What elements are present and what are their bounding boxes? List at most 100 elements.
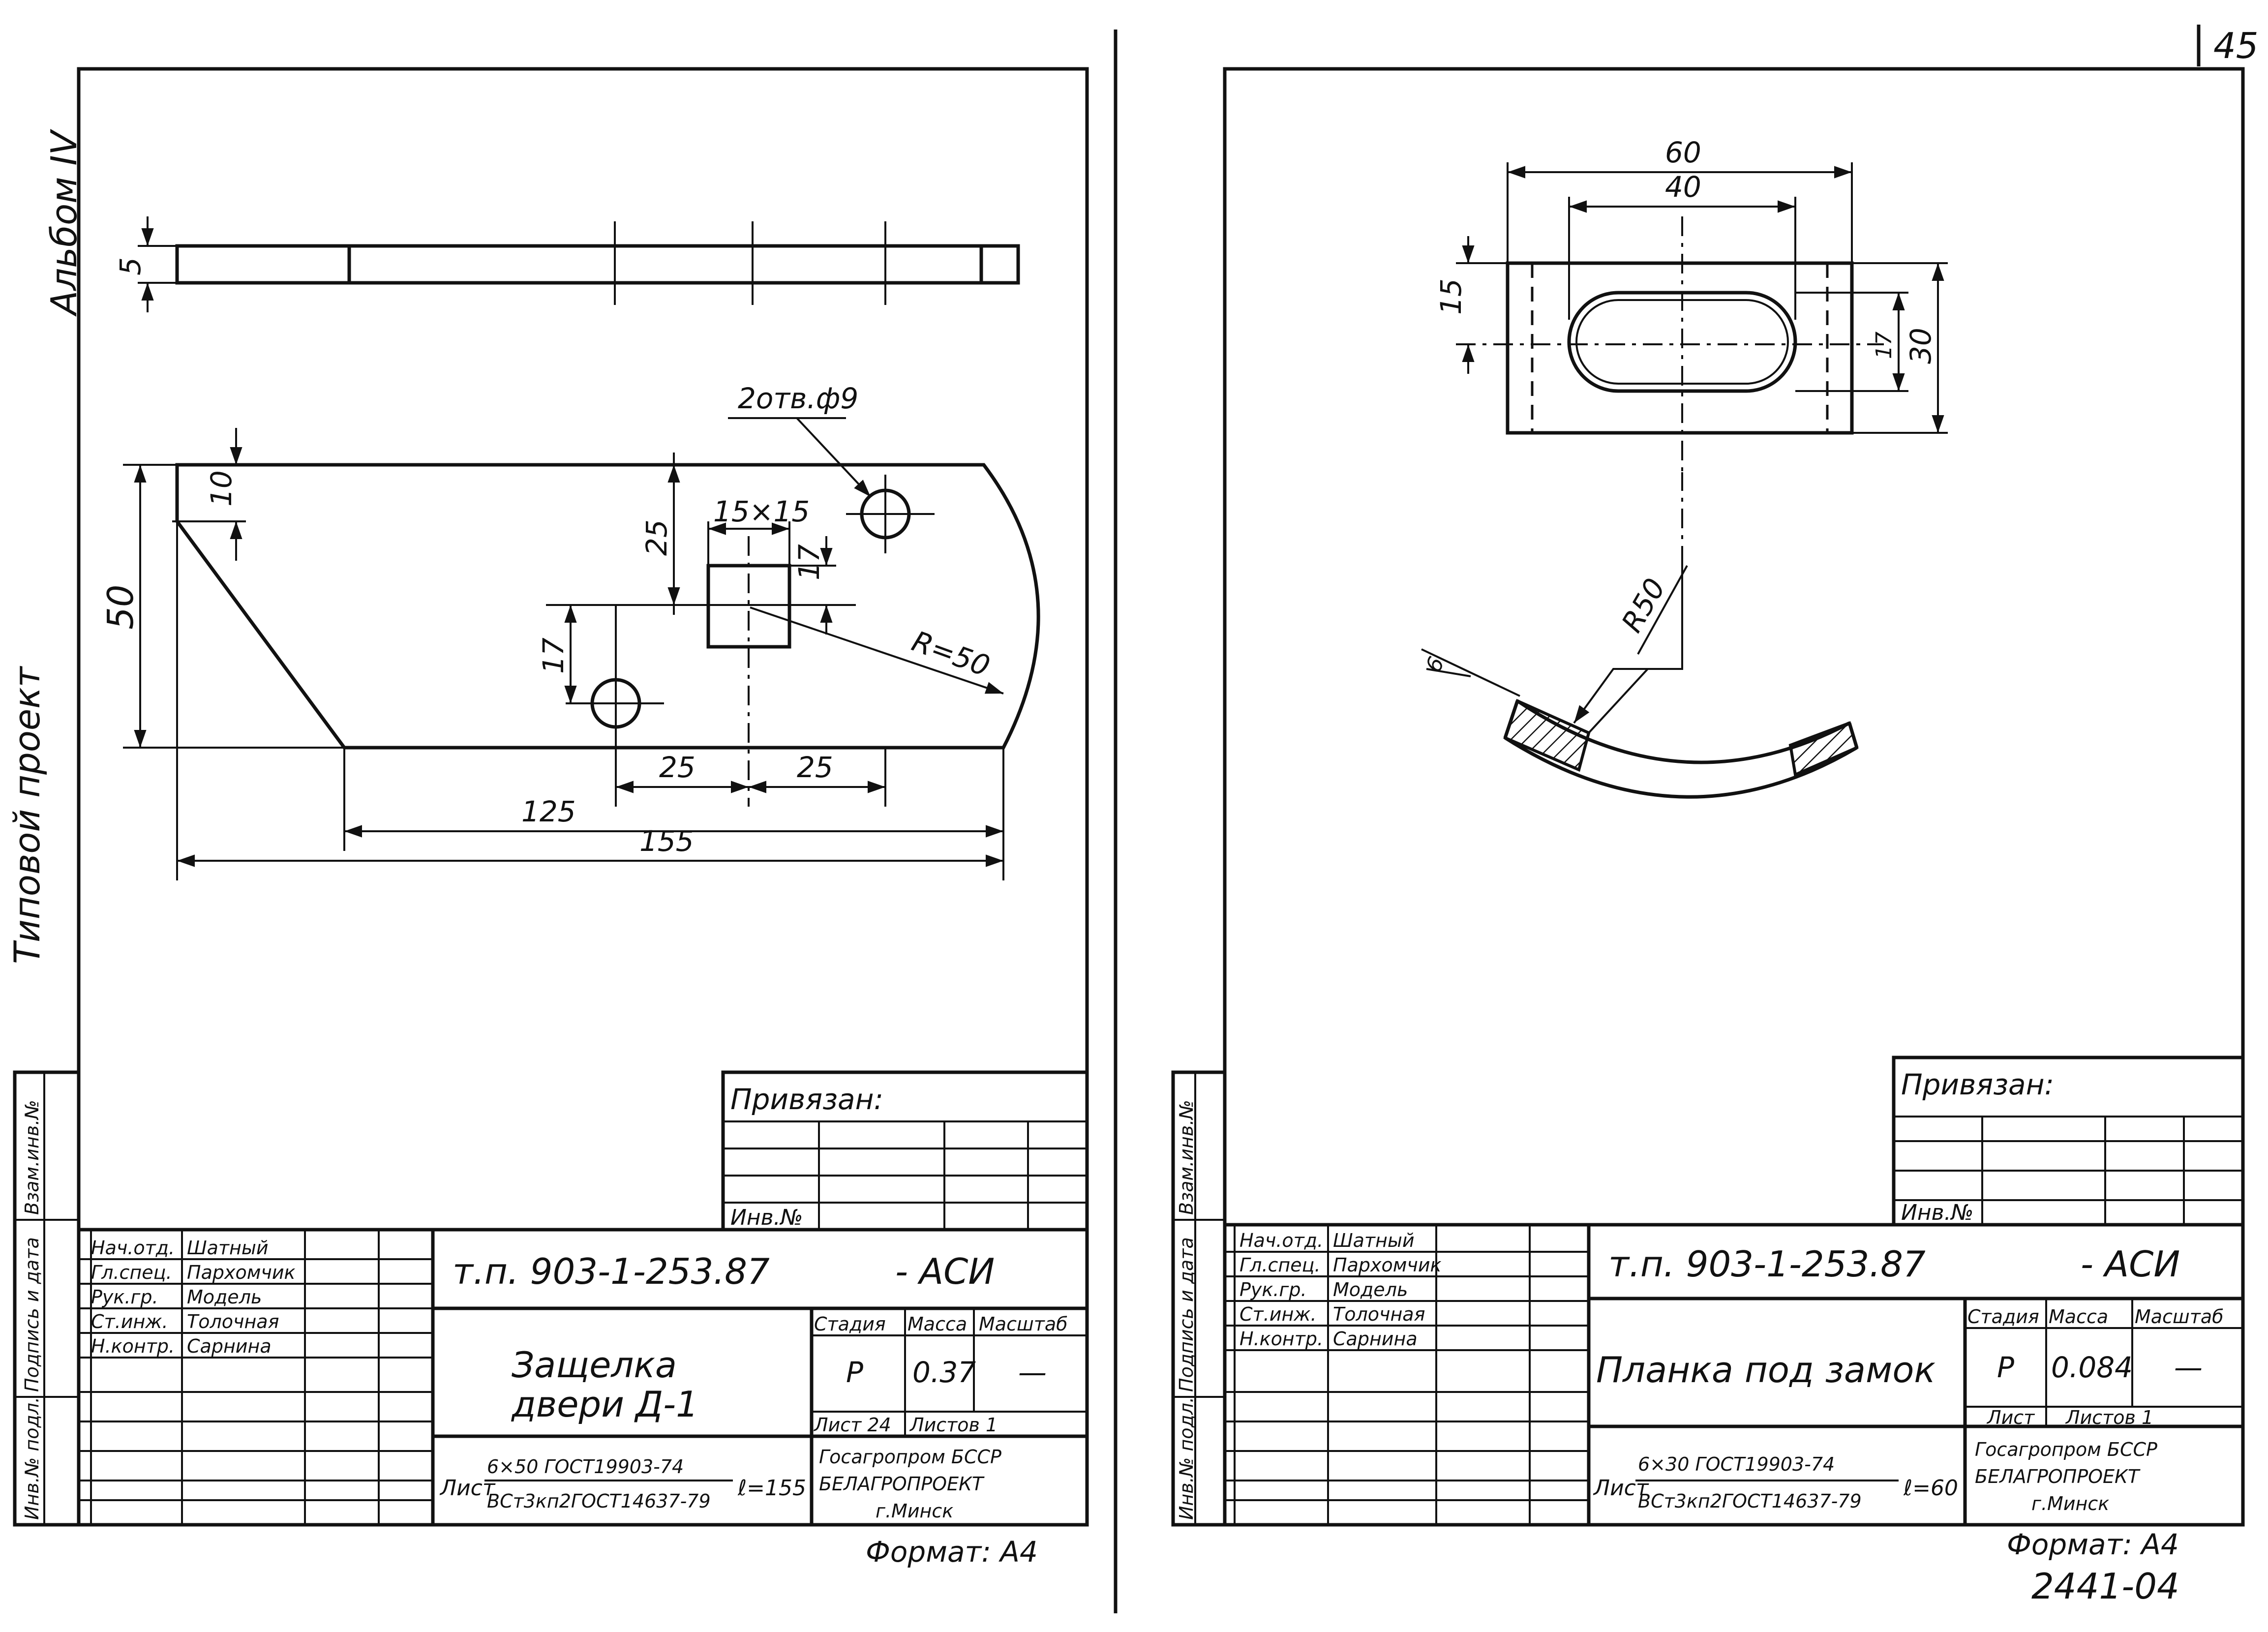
right-name-4: Толочная <box>1333 1303 1425 1325</box>
left-title-1: Защелка <box>512 1344 677 1386</box>
dim-15: 15 <box>1434 278 1468 315</box>
right-name-3: Модель <box>1333 1279 1408 1300</box>
left-length: ℓ=155 <box>737 1476 806 1501</box>
left-org-2: БЕЛАГРОПРОЕКТ <box>819 1473 985 1495</box>
left-stage: Р <box>846 1356 863 1389</box>
dim-25-b: 25 <box>797 751 833 784</box>
left-role-3: Рук.гр. <box>91 1286 158 1308</box>
right-org-1: Госагропром БССР <box>1975 1439 2157 1460</box>
left-role-4: Ст.инж. <box>91 1311 168 1332</box>
left-suffix: - АСИ <box>895 1251 995 1292</box>
right-title-1: Планка под замок <box>1596 1349 1935 1390</box>
right-hdr-stage: Стадия <box>1967 1306 2039 1328</box>
left-material-bottom: ВСт3кп2ГОСТ14637-79 <box>487 1490 711 1512</box>
right-role-4: Ст.инж. <box>1240 1303 1317 1325</box>
left-stamp-text-3: Инв.№ подл. <box>21 1397 43 1520</box>
right-inv: Инв.№ <box>1901 1200 1973 1225</box>
right-stamp-text-3: Инв.№ подл. <box>1176 1397 1197 1520</box>
hatched-section-2 <box>1788 721 1859 777</box>
left-hdr-mass: Масса <box>907 1313 967 1335</box>
right-format: Формат: А4 <box>2007 1528 2179 1561</box>
dim-25-vert: 25 <box>640 519 673 556</box>
dim-125: 125 <box>521 795 576 828</box>
left-sheets: Листов 1 <box>909 1414 998 1436</box>
right-org-3: г.Минск <box>2031 1493 2109 1514</box>
left-format: Формат: А4 <box>866 1535 1038 1569</box>
left-org-1: Госагропром БССР <box>819 1446 1001 1468</box>
left-title-block <box>77 1228 1089 1527</box>
left-role-1: Нач.отд. <box>91 1237 175 1259</box>
right-hdr-scale: Масштаб <box>2135 1306 2224 1328</box>
right-privyazan: Привязан: <box>1901 1068 2054 1101</box>
dim-60: 60 <box>1665 136 1701 169</box>
left-sheet: Взам.инв.№ Подпись и дата Инв.№ подл. 5 … <box>13 67 1089 1569</box>
left-name-5: Сарнина <box>187 1335 272 1357</box>
side-label: Типовой проект <box>6 665 48 964</box>
left-role-5: Н.контр. <box>91 1335 175 1357</box>
hatched-section-1 <box>1503 698 1591 772</box>
right-stamp-text-1: Взам.инв.№ <box>1176 1100 1197 1215</box>
arc-inner <box>1504 736 1858 799</box>
bottom-code: 2441-04 <box>2031 1566 2179 1607</box>
dim-r50-right: R50 <box>1615 573 1672 638</box>
right-mass: 0.084 <box>2051 1351 2133 1384</box>
left-scale: — <box>1018 1356 1047 1389</box>
right-material-top: 6×30 ГОСТ19903-74 <box>1638 1453 1835 1475</box>
left-mass: 0.37 <box>912 1356 976 1389</box>
left-inv: Инв.№ <box>730 1205 803 1230</box>
right-role-3: Рук.гр. <box>1240 1279 1307 1300</box>
left-material-top: 6×50 ГОСТ19903-74 <box>487 1456 684 1478</box>
dim-30: 30 <box>1904 328 1937 364</box>
right-project-code: т.п. 903-1-253.87 <box>1608 1243 1926 1285</box>
right-suffix: - АСИ <box>2081 1243 2180 1285</box>
left-privyazan: Привязан: <box>730 1083 883 1116</box>
left-name-4: Толочная <box>187 1311 279 1332</box>
dim-17-right: 17 <box>792 544 826 580</box>
dim-15x15: 15×15 <box>713 495 810 528</box>
left-stamp-text-1: Взам.инв.№ <box>21 1100 43 1215</box>
dim-25-a: 25 <box>659 751 696 784</box>
left-stamp-text-2: Подпись и дата <box>21 1237 43 1392</box>
right-scale: — <box>2174 1351 2203 1384</box>
left-title-2: двери Д-1 <box>511 1384 698 1425</box>
right-org-2: БЕЛАГРОПРОЕКТ <box>1975 1466 2141 1487</box>
right-hdr-mass: Масса <box>2049 1306 2108 1328</box>
left-project-code: т.п. 903-1-253.87 <box>453 1251 770 1292</box>
left-name-3: Модель <box>187 1286 262 1308</box>
dim-5: 5 <box>114 257 147 275</box>
right-name-5: Сарнина <box>1333 1328 1418 1350</box>
right-name-2: Пархомчик <box>1333 1254 1442 1276</box>
dim-10: 10 <box>205 470 238 507</box>
dim-155: 155 <box>639 824 694 858</box>
page-number: 45 <box>2213 25 2259 66</box>
left-role-2: Гл.спец. <box>91 1262 172 1283</box>
right-title-block <box>1223 1223 2245 1527</box>
left-hdr-stage: Стадия <box>814 1313 886 1335</box>
right-sheet: Взам.инв.№ Подпись и дата Инв.№ подл. 60… <box>1171 67 2245 1607</box>
left-sheet-no: Лист 24 <box>813 1414 891 1436</box>
right-sheets: Листов 1 <box>2065 1407 2153 1428</box>
right-role-2: Гл.спец. <box>1240 1254 1321 1276</box>
right-name-1: Шатный <box>1333 1230 1415 1251</box>
right-material-bottom: ВСт3кп2ГОСТ14637-79 <box>1638 1490 1862 1512</box>
right-length: ℓ=60 <box>1903 1476 1958 1501</box>
dim-r50: R=50 <box>907 624 994 683</box>
right-role-5: Н.контр. <box>1240 1328 1323 1350</box>
left-org-3: г.Минск <box>876 1500 953 1522</box>
right-role-1: Нач.отд. <box>1240 1230 1323 1251</box>
lock-plate-view <box>1506 261 1854 435</box>
right-stamp-text-2: Подпись и дата <box>1176 1237 1197 1392</box>
dim-50: 50 <box>100 584 141 630</box>
right-sheet-no: Лист <box>1986 1407 2035 1428</box>
holes-note: 2отв.ф9 <box>738 382 858 415</box>
dim-17: 17 <box>1872 332 1897 359</box>
left-hdr-scale: Масштаб <box>979 1313 1068 1335</box>
latch-front-view <box>175 463 1040 750</box>
left-name-2: Пархомчик <box>187 1262 296 1283</box>
dim-40: 40 <box>1665 170 1701 204</box>
right-stage: Р <box>1997 1351 2014 1384</box>
dim-17-left: 17 <box>537 637 570 674</box>
left-name-1: Шатный <box>187 1237 269 1259</box>
